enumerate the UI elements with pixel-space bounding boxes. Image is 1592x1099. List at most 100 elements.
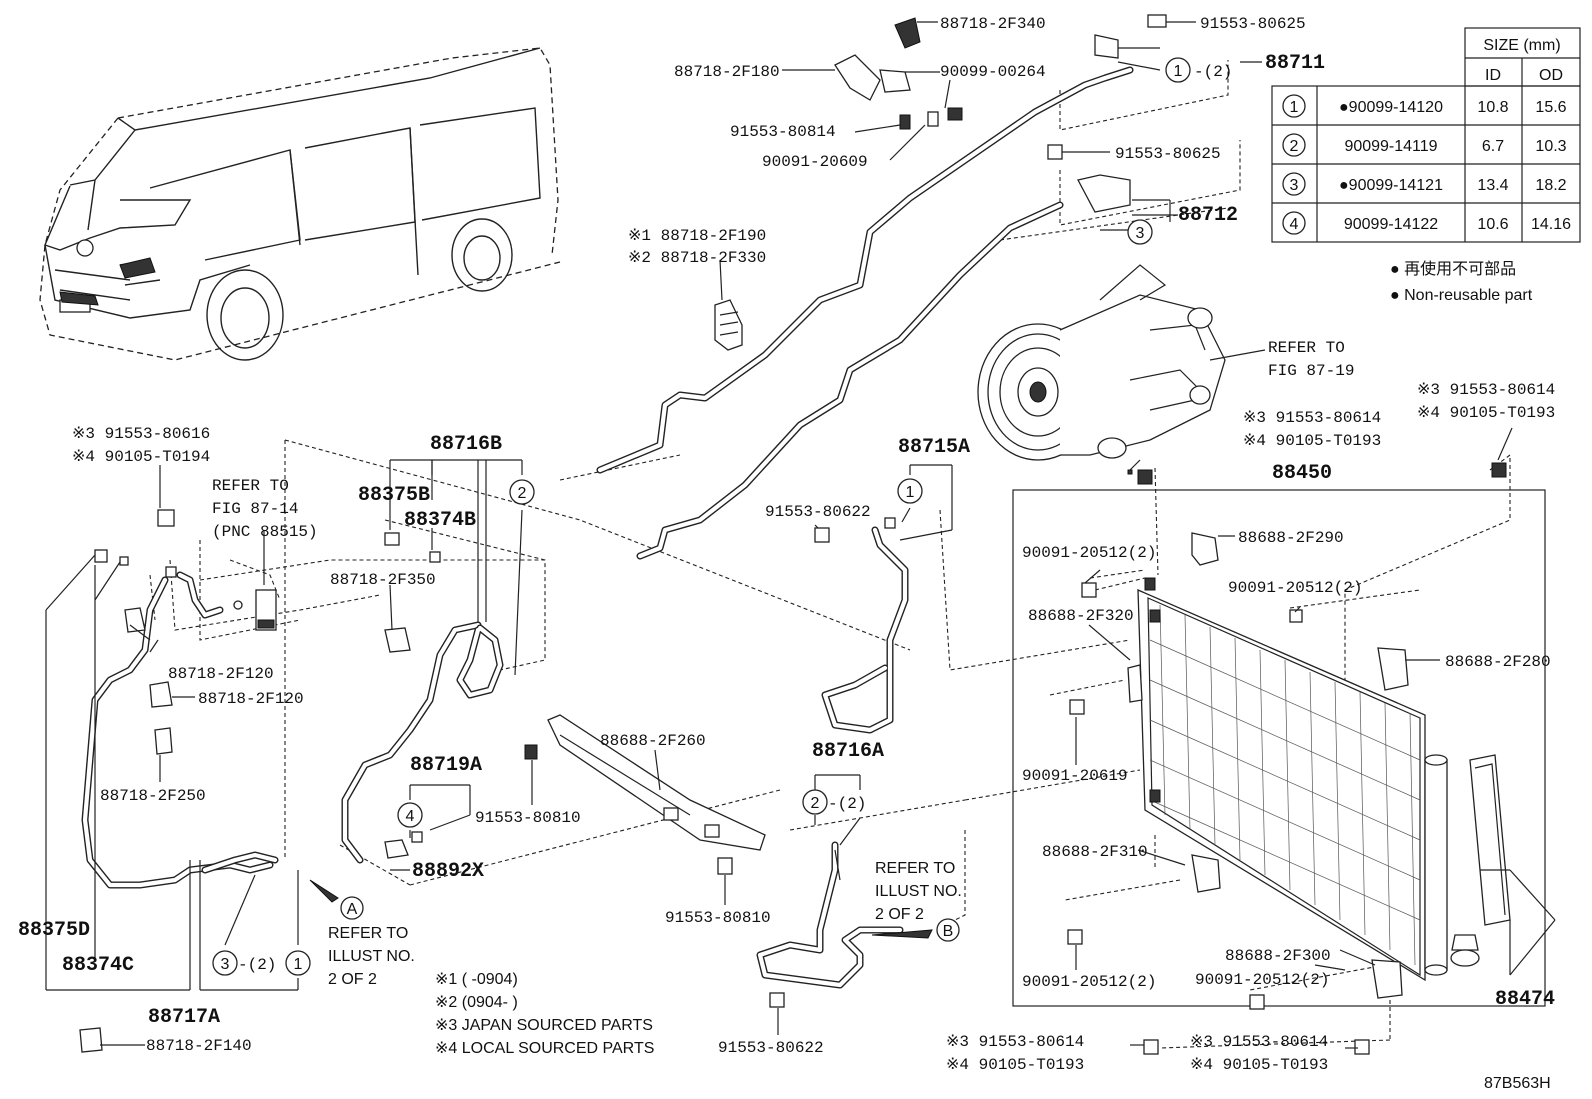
table-cell-part: 90099-14119 [1344, 138, 1437, 155]
label-88718-2F250: 88718-2F250 [100, 787, 206, 805]
label-90091-20512: 90091-20512(2) [1228, 579, 1362, 597]
label-90105-T0193: ※4 90105-T0193 [946, 1056, 1084, 1074]
label-91553-80614: ※3 91553-80614 [1190, 1033, 1328, 1051]
footnote-2: ※2 (0904- ) [435, 994, 518, 1011]
label-88718-2F120: 88718-2F120 [198, 690, 304, 708]
callout-B-text: B [943, 923, 954, 940]
callout-2-text: 2 [811, 795, 820, 812]
label-88711: 88711 [1265, 52, 1325, 75]
label-91553-80622: 91553-80622 [718, 1039, 824, 1057]
label-90091-20619: 90091-20619 [1022, 767, 1128, 785]
label-91553-80625: 91553-80625 [1115, 145, 1221, 163]
figure-code: 87B563H [1484, 1075, 1551, 1092]
table-cell-od: 14.16 [1531, 216, 1571, 233]
receiver-filter [1450, 754, 1511, 967]
callout-circles: 1 3 2 1 4 2 3 1 A B [212, 57, 1191, 976]
label-88718-2F330: ※2 88718-2F330 [628, 249, 766, 267]
label-88688-2F320: 88688-2F320 [1028, 607, 1134, 625]
callout-circle-1 [1165, 57, 1191, 83]
callout-circle-A [340, 896, 364, 920]
refer-illust-a: REFER TO [328, 925, 408, 942]
label-90091-20512: 90091-20512(2) [1022, 544, 1156, 562]
callout-circle-3 [212, 950, 238, 976]
compressor [977, 264, 1226, 461]
arrow-to-A [309, 879, 339, 903]
table-cell-no: 2 [1290, 138, 1299, 155]
label-88688-2F300: 88688-2F300 [1225, 947, 1331, 965]
table-cell-od: 18.2 [1535, 177, 1566, 194]
label-91553-80625: 91553-80625 [1200, 15, 1306, 33]
label-91553-80810: 91553-80810 [665, 909, 771, 927]
label-88716B: 88716B [430, 433, 502, 456]
label-91553-80614: ※3 91553-80614 [1417, 381, 1555, 399]
callout-4-text: 4 [406, 808, 415, 825]
refrigerant-pipes [81, 66, 1134, 989]
label-91553-80810: 91553-80810 [475, 809, 581, 827]
footnote-1: ※1 ( -0904) [435, 971, 518, 988]
label-88474: 88474 [1495, 988, 1555, 1011]
table-cell-id: 13.4 [1477, 177, 1508, 194]
label-88374B: 88374B [404, 509, 476, 532]
van-illustration [39, 47, 561, 361]
callout-3-text: 3 [221, 956, 230, 973]
label-90091-20512: 90091-20512(2) [1195, 971, 1329, 989]
label-88718-2F350: 88718-2F350 [330, 571, 436, 589]
table-cell-id: 10.6 [1477, 216, 1508, 233]
callout-circle-2 [509, 479, 535, 505]
table-cell-part: ●90099-14121 [1339, 177, 1443, 194]
refer-fig-87-19: REFER TO [1268, 339, 1345, 357]
refer-illust-a-page: 2 OF 2 [328, 971, 377, 988]
callout-1-text: 1 [906, 484, 915, 501]
table-row-number [1282, 172, 1306, 196]
callout-2-text: 2 [518, 485, 527, 502]
footnotes: ※1 ( -0904) ※2 (0904- ) ※3 JAPAN SOURCED… [435, 971, 654, 1057]
legend-jp: ● 再使用不可部品 [1390, 260, 1516, 278]
label-91553-80616: ※3 91553-80616 [72, 425, 210, 443]
callout-circle-1 [897, 478, 923, 504]
label-88688-2F310: 88688-2F310 [1042, 843, 1148, 861]
callout-circle-4 [397, 802, 423, 828]
refer-fig-87-14: REFER TO [212, 477, 289, 495]
label-88375B: 88375B [358, 484, 430, 507]
label-91553-80622: 91553-80622 [765, 503, 871, 521]
brace-88688-2F260 [547, 714, 766, 851]
refer-fig-87-19-num: FIG 87-19 [1268, 362, 1354, 380]
label-90091-20609: 90091-20609 [762, 153, 868, 171]
leader-lines [45, 21, 1556, 1049]
callout-1-text: 1 [294, 956, 303, 973]
callout-3-text: 3 [1136, 225, 1145, 242]
label-88718-2F340: 88718-2F340 [940, 15, 1046, 33]
label-88375D: 88375D [18, 919, 90, 942]
label-qty: -(2) [828, 795, 866, 813]
label-88719A: 88719A [410, 754, 482, 777]
table-cell-id: 10.8 [1477, 99, 1508, 116]
callout-circle-1 [285, 950, 311, 976]
label-88718-2F140: 88718-2F140 [146, 1037, 252, 1055]
condenser [1012, 489, 1546, 1007]
label-qty: -(2) [238, 956, 276, 974]
label-90105-T0193: ※4 90105-T0193 [1417, 404, 1555, 422]
table-row-number [1282, 133, 1306, 157]
label-90105-T0193: ※4 90105-T0193 [1243, 432, 1381, 450]
table-cell-id: 6.7 [1482, 138, 1504, 155]
label-88892X: 88892X [412, 860, 484, 883]
refer-illust-a-num: ILLUST NO. [328, 948, 415, 965]
callout-circle-3 [1127, 219, 1153, 245]
label-88718-2F180: 88718-2F180 [674, 63, 780, 81]
callout-A-text: A [347, 901, 358, 918]
arrow-to-B [871, 929, 933, 939]
label-88450: 88450 [1272, 462, 1332, 485]
refer-illust-b-num: ILLUST NO. [875, 883, 962, 900]
label-88688-2F280: 88688-2F280 [1445, 653, 1551, 671]
callout-circle-B [936, 918, 960, 942]
table-row-number [1282, 211, 1306, 235]
label-90105-T0193: ※4 90105-T0193 [1190, 1056, 1328, 1074]
label-90099-00264: 90099-00264 [940, 63, 1046, 81]
label-qty: -(2) [1194, 63, 1232, 81]
footnote-3: ※3 JAPAN SOURCED PARTS [435, 1017, 653, 1034]
table-cell-od: 15.6 [1535, 99, 1566, 116]
label-91553-80814: 91553-80814 [730, 123, 836, 141]
label-91553-80614: ※3 91553-80614 [946, 1033, 1084, 1051]
label-88716A: 88716A [812, 740, 884, 763]
